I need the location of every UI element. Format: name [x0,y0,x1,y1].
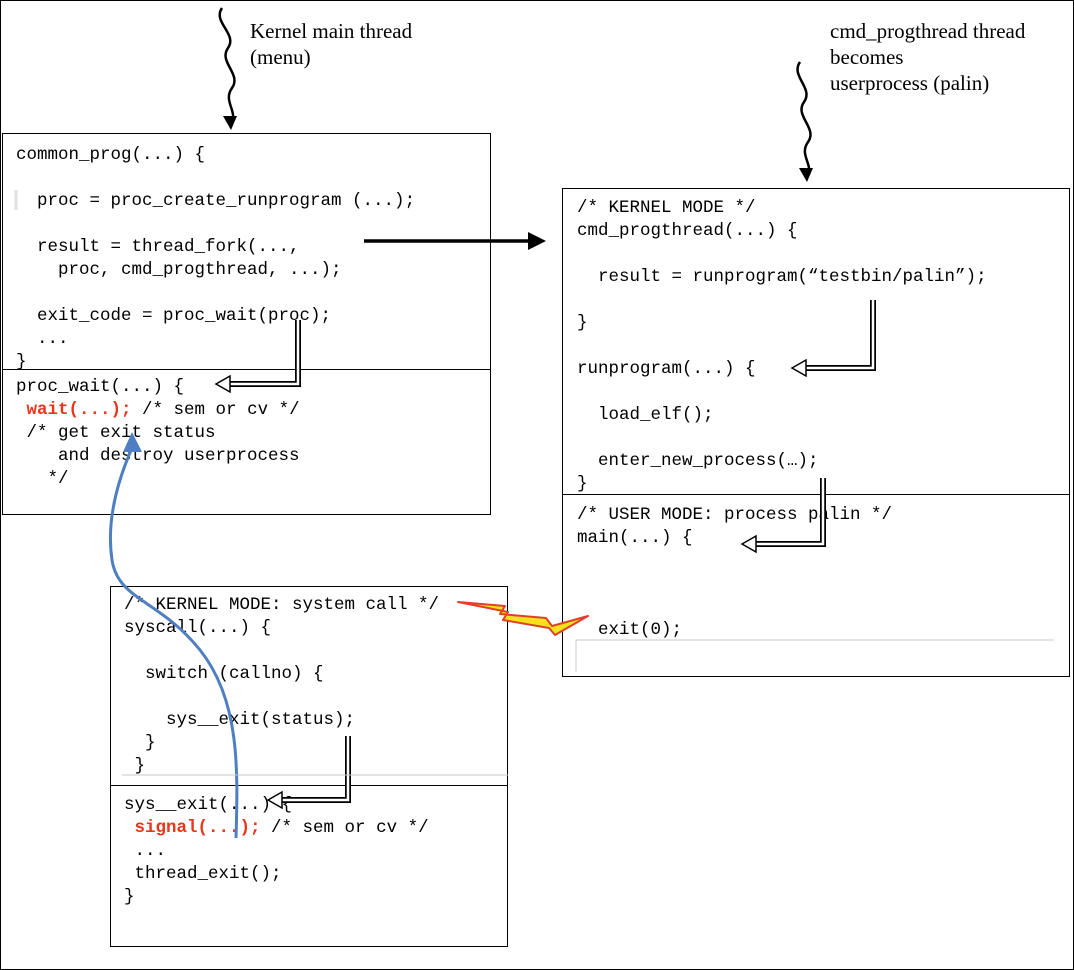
cmd-progthread-box: /* KERNEL MODE */ cmd_progthread(...) { … [562,188,1070,496]
user-mode-box: /* USER MODE: process palin */ main(...)… [562,494,1070,677]
wait-comment: /* sem or cv */ [131,400,300,420]
wait-call: wait(...); [26,400,132,420]
sys-exit-signature: sys__exit(...) { [124,795,293,815]
sys-exit-code: sys__exit(...) { signal(...); /* sem or … [124,794,429,909]
syscall-line: } [124,756,146,776]
cmd-progthread-line: enter_new_process(…); [577,451,819,471]
cmd-progthread-line: load_elf(); [577,405,714,425]
common-prog-line: result = thread_fork(..., [16,237,300,257]
user-mode-line: main(...) { [577,528,693,548]
kernel-main-thread-label: Kernel main thread (menu) [250,19,413,69]
sys-exit-box: sys__exit(...) { signal(...); /* sem or … [110,785,508,947]
sys-exit-rest: ... thread_exit(); } [124,841,282,907]
proc-wait-line: /* get exit status [16,423,216,443]
syscall-line: } [124,733,156,753]
common-prog-box: common_prog(...) { proc = proc_create_ru… [2,133,491,371]
common-prog-line: common_prog(...) { [16,145,206,165]
common-prog-line: } [16,352,27,371]
proc-wait-rest: /* get exit status and destroy userproce… [16,423,300,489]
signal-call: signal(...); [134,818,261,838]
common-prog-line: ... [16,329,69,349]
sys-exit-line: ... [124,841,167,861]
syscall-code: /* KERNEL MODE: system call */ syscall(.… [124,594,439,778]
user-mode-line: /* USER MODE: process palin */ [577,505,893,525]
user-mode-code: /* USER MODE: process palin */ main(...)… [577,504,892,642]
common-prog-line: proc = proc_create_runprogram (...); [16,191,416,211]
sys-exit-line: } [124,887,135,907]
proc-wait-code: proc_wait(...) { wait(...); /* sem or cv… [16,376,300,491]
cmd-progthread-line: } [577,474,588,494]
cmd-progthread-label: cmd_progthread thread becomes userproces… [830,19,1026,95]
proc-wait-signature: proc_wait(...) { [16,377,185,397]
cmd-progthread-line: cmd_progthread(...) { [577,221,798,241]
proc-wait-line: */ [16,469,69,489]
common-prog-line: exit_code = proc_wait(proc); [16,306,332,326]
syscall-line: /* KERNEL MODE: system call */ [124,595,440,615]
cmd-progthread-line: /* KERNEL MODE */ [577,198,756,218]
syscall-box: /* KERNEL MODE: system call */ syscall(.… [110,586,508,787]
cmd-progthread-line: } [577,313,588,333]
syscall-line: switch (callno) { [124,664,324,684]
syscall-line: sys__exit(status); [124,710,356,730]
proc-wait-line: and destroy userprocess [16,446,300,466]
proc-wait-box: proc_wait(...) { wait(...); /* sem or cv… [2,369,491,515]
cmd-progthread-line: result = runprogram(“testbin/palin”); [577,267,987,287]
cmd-progthread-line: runprogram(...) { [577,359,756,379]
user-mode-line: exit(0); [577,620,683,640]
common-prog-code: common_prog(...) { proc = proc_create_ru… [16,144,416,371]
syscall-line: syscall(...) { [124,618,272,638]
common-prog-line: proc, cmd_progthread, ...); [16,260,342,280]
signal-comment: /* sem or cv */ [260,818,429,838]
sys-exit-line: thread_exit(); [124,864,282,884]
cmd-progthread-code: /* KERNEL MODE */ cmd_progthread(...) { … [577,197,987,495]
